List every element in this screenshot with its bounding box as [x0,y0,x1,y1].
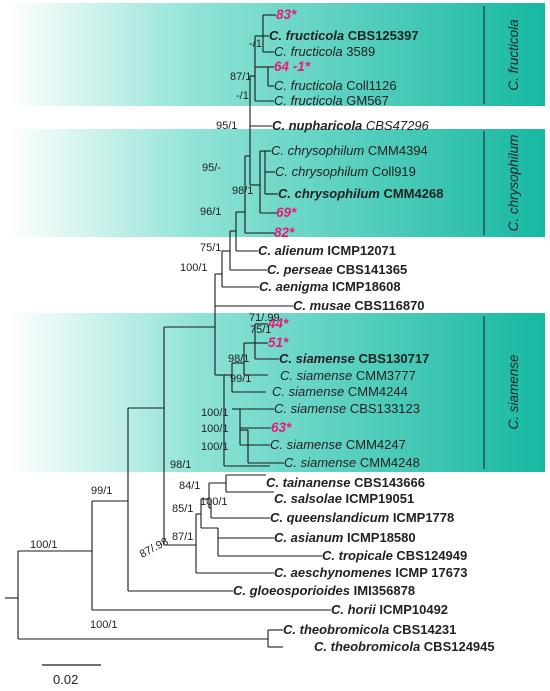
support-value: 100/1 [180,262,208,274]
highlight-label: 51* [268,335,289,350]
support-value: 100/1 [90,619,118,631]
taxon-label: C. siamense CMM4247 [270,437,406,452]
clade-label-siamense: C. siamense [506,354,521,429]
support-value: 99/1 [230,373,251,385]
taxon-label: C. gloeosporioides IMI356878 [233,583,415,598]
taxon-label: C. siamense CMM3777 [280,368,416,383]
highlight-label: 64 -1* [274,59,311,74]
clade-band-siamense [10,313,545,472]
support-value: 87/1 [230,71,251,83]
support-value: 85/1 [172,503,193,515]
taxon-label: C. musae CBS116870 [293,298,425,313]
taxon-label: C. siamense CBS133123 [274,401,420,416]
clade-band-fructicola [10,3,545,106]
taxon-label: C. siamense CMM4248 [284,455,420,470]
taxon-label: C. aenigma ICMP18608 [259,279,401,294]
support-value: 95/1 [216,120,237,132]
highlight-label: 69* [276,205,297,220]
taxon-label: C. fructicola Coll1126 [274,78,397,93]
clade-band-chrysophilum [10,129,545,237]
taxon-label: C. chrysophilum Coll919 [275,164,416,179]
clade-label-chrysophilum: C. chrysophilum [506,135,521,232]
taxon-label: C. chrysophilum CMM4394 [271,143,428,158]
highlight-label: 83* [276,7,297,22]
support-value: 100/1 [201,407,229,419]
support-value: 71/.99 [249,312,280,324]
support-value: 75/1 [250,324,271,336]
taxon-label: C. theobromicola CBS14231 [283,622,456,637]
taxon-label: C. fructicola GM567 [274,93,389,108]
support-value: -/1 [236,90,249,102]
support-value: -/1 [249,38,262,50]
support-value: 98/1 [170,459,191,471]
taxon-label: C. tainanense CBS143666 [266,475,425,490]
support-value: 87/1 [172,531,193,543]
support-value: 100/1 [201,441,229,453]
highlight-label: 44* [267,316,289,331]
taxon-label: C. tropicale CBS124949 [322,548,467,563]
highlight-label: 82* [274,225,295,240]
support-value: 96/1 [200,206,221,218]
taxon-label: C. asianum ICMP18580 [274,530,416,545]
taxon-label: C. nupharicola CBS47296 [272,118,430,133]
scale-bar-label: 0.02 [53,672,78,687]
support-value: 100/1 [201,423,229,435]
support-value: 100/1 [30,539,58,551]
support-values: -/1 87/1 -/1 95/1 95/- 98/1 96/1 75/1 100/1 71/.9… [30,38,280,631]
support-value: 100/1 [200,496,228,508]
taxon-label: C. aeschynomenes ICMP 17673 [274,565,467,580]
support-value: 95/- [202,162,221,174]
clade-label-fructicola: C. fructicola [506,19,521,91]
taxon-label: C. fructicola 3589 [274,44,375,59]
support-value: 75/1 [200,242,221,254]
taxon-label: C. salsolae ICMP19051 [274,491,414,506]
support-value: 98/1 [232,185,253,197]
taxon-label: C. horii ICMP10492 [331,602,448,617]
support-value: 99/1 [91,485,112,497]
tree-branches [5,14,331,648]
support-value: 84/1 [179,480,200,492]
taxon-label: C. alienum ICMP12071 [258,243,396,258]
taxon-label: C. perseae CBS141365 [267,262,407,277]
taxon-label: C. siamense CBS130717 [279,351,429,366]
taxon-label: C. fructicola CBS125397 [269,28,419,43]
taxon-label: C. siamense CMM4244 [272,384,408,399]
taxon-label: C. queenslandicum ICMP1778 [270,510,454,525]
highlight-label: 63* [271,420,292,435]
support-value: 98/1 [228,353,249,365]
taxon-label: C. chrysophilum CMM4268 [278,186,443,201]
support-value: 87/.98 [138,536,171,561]
taxon-label: C. theobromicola CBS124945 [314,639,495,654]
